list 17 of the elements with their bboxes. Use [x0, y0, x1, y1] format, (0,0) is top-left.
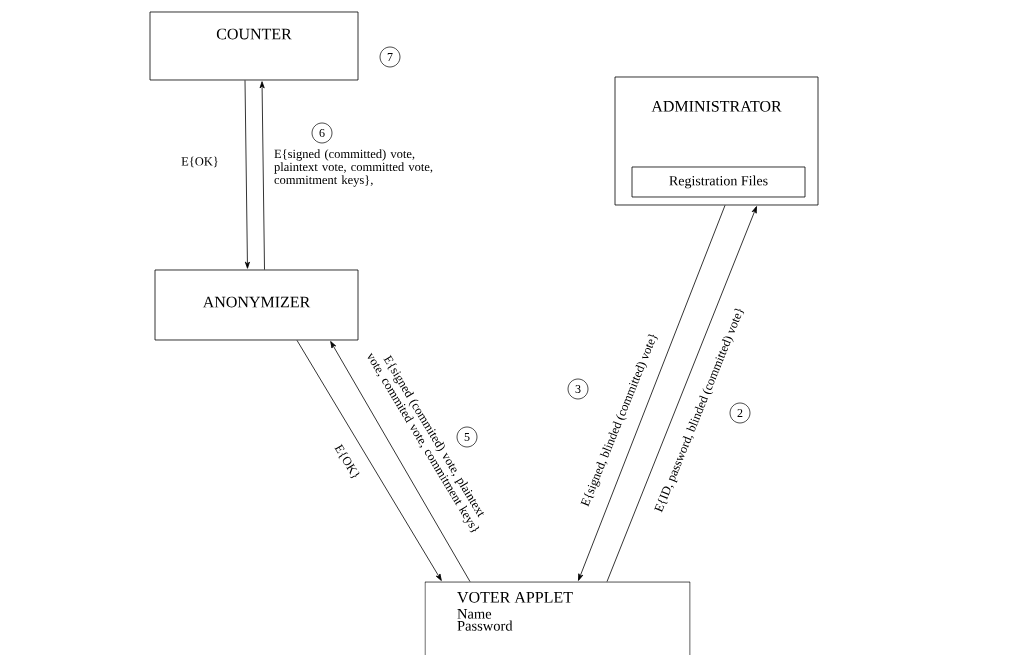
- arrow: [296, 340, 442, 581]
- process-box: COUNTER: [149, 11, 359, 81]
- callout-number: 2: [729, 402, 751, 424]
- process-box: ANONYMIZER: [154, 269, 359, 341]
- edge-label: E{signed (committed) vote, plaintext vote, committed vote, commitment keys},: [274, 149, 433, 187]
- arrow: [606, 206, 757, 582]
- callout-number: 5: [456, 426, 478, 448]
- arrow: [259, 81, 265, 270]
- callout-number: 7: [379, 46, 401, 68]
- arrow: [330, 341, 471, 582]
- arrow: [578, 205, 726, 581]
- callout-number: 3: [567, 378, 589, 400]
- callout-number: 6: [311, 122, 333, 144]
- arrow: [244, 80, 250, 269]
- edge-label: E{OK}: [181, 156, 218, 168]
- process-box: VOTER APPLET Name Password: [424, 581, 691, 655]
- process-box: Registration Files: [631, 166, 806, 198]
